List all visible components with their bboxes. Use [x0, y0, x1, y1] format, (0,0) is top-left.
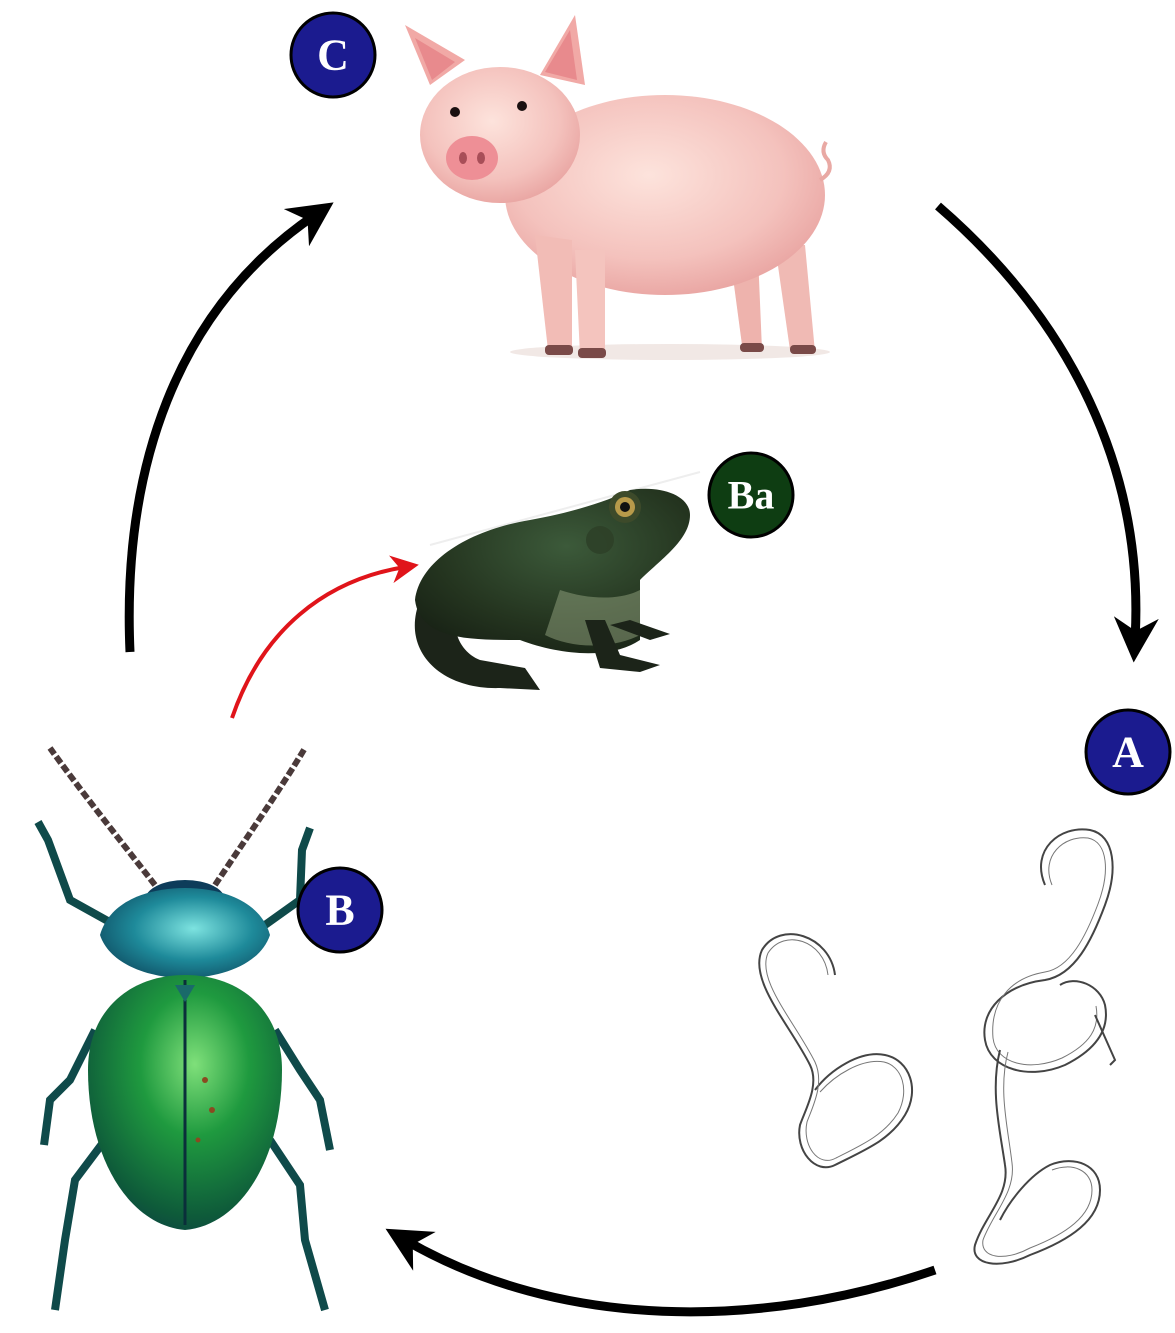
larvae-icon	[759, 829, 1115, 1263]
arrow-b-to-ba	[232, 567, 405, 718]
badge-ba-label: Ba	[728, 473, 775, 518]
badge-c: C	[291, 13, 375, 97]
badge-c-label: C	[317, 31, 349, 80]
badge-b-label: B	[325, 886, 354, 935]
badge-a-label: A	[1112, 728, 1144, 777]
beetle-icon	[38, 748, 330, 1310]
badge-a: A	[1086, 710, 1170, 794]
arrow-a-to-b	[405, 1240, 935, 1312]
frog-icon	[415, 472, 700, 690]
badge-ba: Ba	[709, 453, 793, 537]
badge-b: B	[298, 868, 382, 952]
arrow-c-to-a	[938, 206, 1136, 640]
pig-icon	[405, 15, 830, 360]
arrow-b-to-c	[129, 215, 315, 652]
